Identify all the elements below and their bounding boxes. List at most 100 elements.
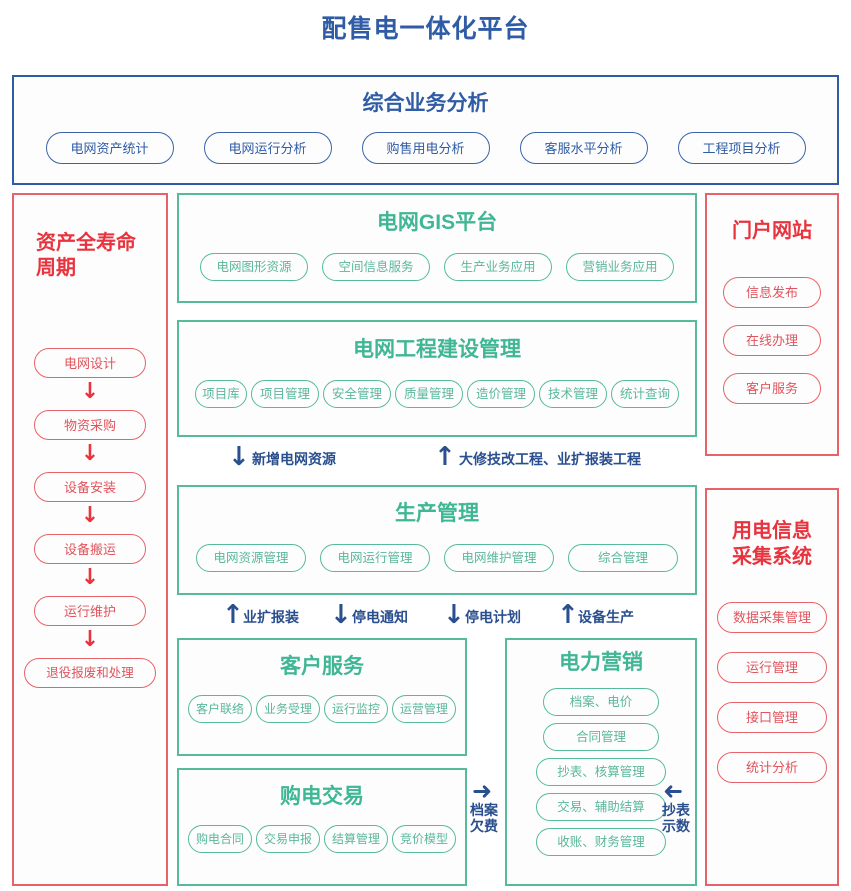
panel-portal-website: 门户网站 信息发布 在线办理 客户服务	[705, 193, 839, 456]
pill-bidding-model[interactable]: 竞价模型	[392, 825, 456, 854]
pill-portal-customer-service[interactable]: 客户服务	[723, 373, 821, 404]
pill-online-handling[interactable]: 在线办理	[723, 325, 821, 356]
pill-comprehensive-management[interactable]: 综合管理	[568, 544, 678, 573]
pill-receivables-finance-management[interactable]: 收账、财务管理	[536, 828, 666, 857]
pill-power-grid-operation-analysis[interactable]: 电网运行分析	[203, 132, 332, 165]
pill-operation-monitoring[interactable]: 运行监控	[324, 695, 388, 724]
pill-row-production: 电网资源管理 电网运行管理 电网维护管理 综合管理	[179, 544, 695, 573]
arrow-label-archive-arrears-line2: 欠费	[470, 817, 498, 834]
pill-trade-auxiliary-settlement[interactable]: 交易、辅助结算	[536, 793, 666, 822]
panel-customer-service: 客户服务 客户联络 业务受理 运行监控 运营管理	[177, 638, 467, 756]
panel-title-production-management: 生产管理	[395, 502, 479, 525]
pill-data-collection-management[interactable]: 数据采集管理	[717, 602, 827, 633]
panel-production-management: 生产管理 电网资源管理 电网运行管理 电网维护管理 综合管理	[177, 485, 697, 595]
arrow-label-new-grid-resource: 新增电网资源	[252, 451, 336, 467]
panel-title-power-consumption-line2: 采集系统	[732, 546, 812, 568]
pill-statistical-query[interactable]: 统计查询	[611, 380, 679, 409]
lifecycle-arrow-3: ↓	[80, 503, 100, 528]
arrow-major-repair-projects-icon: ↑	[434, 442, 456, 472]
panel-comprehensive-business-analysis: 综合业务分析 电网资产统计 电网运行分析 购售用电分析 客服水平分析 工程项目分…	[12, 75, 839, 185]
pill-row-gis: 电网图形资源 空间信息服务 生产业务应用 营销业务应用	[179, 253, 695, 282]
arrow-meter-reading-value-icon: ➜	[663, 777, 684, 805]
pill-archive-electricity-price[interactable]: 档案、电价	[543, 688, 659, 717]
panel-title-portal-website: 门户网站	[707, 219, 837, 244]
panel-title-asset-lifecycle: 资产全寿命 周期	[14, 231, 166, 281]
pill-operation-management-collection[interactable]: 运行管理	[717, 652, 827, 683]
lifecycle-step-grid-design[interactable]: 电网设计	[34, 348, 146, 378]
arrow-outage-notice-icon: ↓	[330, 600, 352, 630]
pill-column-power-consumption: 数据采集管理 运行管理 接口管理 统计分析	[707, 602, 837, 783]
panel-grid-engineering-construction-management: 电网工程建设管理 项目库 项目管理 安全管理 质量管理 造价管理 技术管理 统计…	[177, 320, 697, 437]
pill-grid-maintenance-management[interactable]: 电网维护管理	[444, 544, 554, 573]
pill-row-power-purchase: 购电合同 交易申报 结算管理 竞价模型	[179, 825, 465, 854]
panel-title-asset-lifecycle-line2: 周期	[36, 257, 76, 279]
panel-title-customer-service: 客户服务	[280, 655, 364, 678]
pill-project-library[interactable]: 项目库	[195, 380, 247, 409]
panel-title-asset-lifecycle-line1: 资产全寿命	[36, 232, 136, 254]
lifecycle-step-equipment-transport[interactable]: 设备搬运	[34, 534, 146, 564]
arrow-label-meter-reading-value-line1: 抄表	[662, 802, 690, 818]
arrow-label-business-expansion: 业扩报装	[243, 609, 299, 625]
panel-title-portal-website-line1: 门户网站	[732, 220, 812, 242]
pill-purchase-sale-power-analysis[interactable]: 购售用电分析	[361, 132, 490, 165]
panel-power-consumption-information-collection: 用电信息 采集系统 数据采集管理 运行管理 接口管理 统计分析	[705, 488, 839, 886]
pill-engineering-project-analysis[interactable]: 工程项目分析	[677, 132, 806, 165]
pill-statistical-analysis[interactable]: 统计分析	[717, 752, 827, 783]
panel-title-grid-engineering-construction-management: 电网工程建设管理	[353, 338, 521, 361]
pill-marketing-business-application[interactable]: 营销业务应用	[566, 253, 674, 282]
pill-technical-management[interactable]: 技术管理	[539, 380, 607, 409]
pill-settlement-management[interactable]: 结算管理	[324, 825, 388, 854]
arrow-label-outage-plan: 停电计划	[465, 609, 521, 625]
pill-business-acceptance[interactable]: 业务受理	[256, 695, 320, 724]
panel-title-power-purchase-trading: 购电交易	[280, 785, 364, 808]
lifecycle-step-operation-maintenance[interactable]: 运行维护	[34, 596, 146, 626]
pill-contract-management[interactable]: 合同管理	[543, 723, 659, 752]
page-title: 配售电一体化平台	[321, 15, 530, 43]
panel-title-power-consumption-line1: 用电信息	[732, 520, 812, 542]
pill-column-portal-website: 信息发布 在线办理 客户服务	[707, 277, 837, 404]
arrow-archive-arrears-icon: ➜	[472, 777, 493, 805]
pill-spatial-information-service[interactable]: 空间信息服务	[322, 253, 430, 282]
pill-grid-operation-management[interactable]: 电网运行管理	[320, 544, 430, 573]
lifecycle-arrow-2: ↓	[80, 441, 100, 466]
arrow-label-outage-notice: 停电通知	[352, 609, 408, 625]
arrow-label-major-repair-projects: 大修技改工程、业扩报装工程	[459, 451, 641, 467]
panel-title-power-consumption-information-collection: 用电信息 采集系统	[707, 518, 837, 570]
pill-cost-management[interactable]: 造价管理	[467, 380, 535, 409]
arrow-label-meter-reading-value-line2: 示数	[662, 817, 690, 834]
arrow-label-equipment-production: 设备生产	[578, 609, 634, 625]
pill-power-grid-asset-statistics[interactable]: 电网资产统计	[45, 132, 174, 165]
arrow-label-archive-arrears-line1: 档案	[470, 802, 498, 818]
pill-operation-management[interactable]: 运营管理	[392, 695, 456, 724]
panel-power-purchase-trading: 购电交易 购电合同 交易申报 结算管理 竞价模型	[177, 768, 467, 886]
panel-title-grid-gis-platform: 电网GIS平台	[376, 211, 498, 234]
arrow-label-meter-reading-value: 抄表 示数	[662, 802, 690, 834]
pill-project-management[interactable]: 项目管理	[251, 380, 319, 409]
pill-interface-management[interactable]: 接口管理	[717, 702, 827, 733]
arrow-equipment-production-icon: ↑	[557, 600, 579, 630]
lifecycle-step-material-procurement[interactable]: 物资采购	[34, 410, 146, 440]
pill-customer-service-level-analysis[interactable]: 客服水平分析	[519, 132, 648, 165]
pill-quality-management[interactable]: 质量管理	[395, 380, 463, 409]
pill-row-comprehensive-business-analysis: 电网资产统计 电网运行分析 购售用电分析 客服水平分析 工程项目分析	[14, 132, 837, 165]
pill-row-customer-service: 客户联络 业务受理 运行监控 运营管理	[179, 695, 465, 724]
pill-meter-reading-accounting-management[interactable]: 抄表、核算管理	[536, 758, 666, 787]
arrow-business-expansion-icon: ↑	[222, 600, 244, 630]
pill-grid-graphic-resource[interactable]: 电网图形资源	[200, 253, 308, 282]
panel-title-electric-power-marketing: 电力营销	[559, 651, 643, 674]
pill-production-business-application[interactable]: 生产业务应用	[444, 253, 552, 282]
pill-safety-management[interactable]: 安全管理	[323, 380, 391, 409]
pill-customer-contact[interactable]: 客户联络	[188, 695, 252, 724]
pill-trade-declaration[interactable]: 交易申报	[256, 825, 320, 854]
arrow-outage-plan-icon: ↓	[443, 600, 465, 630]
pill-grid-resource-management[interactable]: 电网资源管理	[196, 544, 306, 573]
pill-column-marketing: 档案、电价 合同管理 抄表、核算管理 交易、辅助结算 收账、财务管理	[507, 688, 695, 857]
pill-power-purchase-contract[interactable]: 购电合同	[188, 825, 252, 854]
lifecycle-step-decommission-scrap[interactable]: 退役报废和处理	[24, 658, 156, 688]
lifecycle-step-equipment-installation[interactable]: 设备安装	[34, 472, 146, 502]
pill-information-release[interactable]: 信息发布	[723, 277, 821, 308]
panel-grid-gis-platform: 电网GIS平台 电网图形资源 空间信息服务 生产业务应用 营销业务应用	[177, 193, 697, 303]
lifecycle-arrow-5: ↓	[80, 627, 100, 652]
arrow-label-archive-arrears: 档案 欠费	[470, 802, 498, 834]
